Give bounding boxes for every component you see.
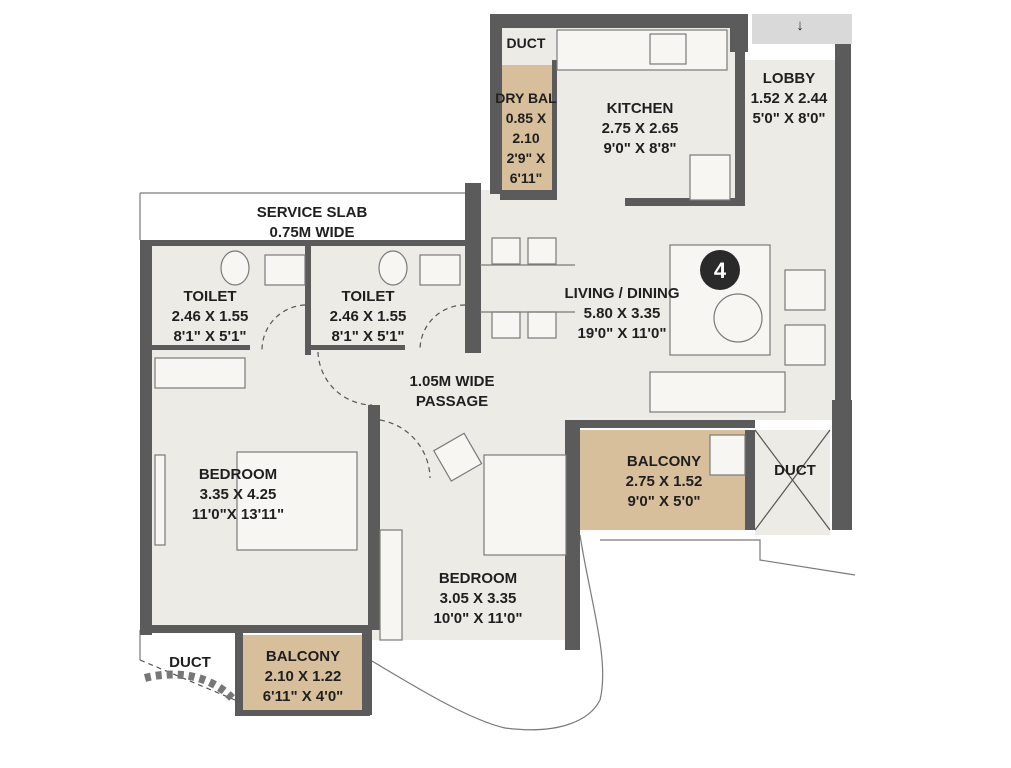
unit-badge-number: 4 bbox=[714, 258, 727, 283]
svg-text:11'0"X 13'11": 11'0"X 13'11" bbox=[192, 506, 284, 523]
svg-text:2.46 X 1.55: 2.46 X 1.55 bbox=[330, 308, 407, 325]
bedroom-2-label: BEDROOM 3.05 X 3.35 10'0" X 11'0" bbox=[434, 570, 523, 627]
svg-text:2.75 X 2.65: 2.75 X 2.65 bbox=[602, 120, 679, 137]
furniture bbox=[154, 29, 826, 641]
svg-text:2.10 X 1.22: 2.10 X 1.22 bbox=[265, 668, 342, 685]
svg-text:BEDROOM: BEDROOM bbox=[439, 570, 517, 587]
svg-text:2.46 X 1.55: 2.46 X 1.55 bbox=[172, 308, 249, 325]
svg-text:1.52 X 2.44: 1.52 X 2.44 bbox=[751, 90, 828, 107]
svg-text:6'11" X 4'0": 6'11" X 4'0" bbox=[263, 688, 344, 705]
svg-text:BALCONY: BALCONY bbox=[266, 648, 340, 665]
svg-text:2.10: 2.10 bbox=[512, 130, 539, 146]
service-slab-label: SERVICE SLAB 0.75M WIDE bbox=[257, 204, 368, 241]
svg-text:LOBBY: LOBBY bbox=[763, 70, 816, 87]
svg-text:TOILET: TOILET bbox=[341, 288, 394, 305]
balcony-2-label: BALCONY 2.10 X 1.22 6'11" X 4'0" bbox=[263, 648, 344, 705]
balcony-area-2 bbox=[240, 635, 365, 710]
duct-left-arc bbox=[143, 670, 235, 701]
walls bbox=[140, 14, 852, 716]
unit-badge bbox=[700, 250, 740, 290]
svg-text:6'11": 6'11" bbox=[510, 170, 543, 186]
svg-text:KITCHEN: KITCHEN bbox=[607, 100, 674, 117]
duct-left-label: DUCT bbox=[169, 654, 211, 671]
duct-right-label: DUCT bbox=[774, 462, 816, 479]
bedroom-1-label: BEDROOM 3.35 X 4.25 11'0"X 13'11" bbox=[192, 466, 284, 523]
svg-text:5.80 X 3.35: 5.80 X 3.35 bbox=[584, 305, 661, 322]
lobby-label: LOBBY 1.52 X 2.44 5'0" X 8'0" bbox=[751, 70, 828, 127]
living-dining-label: LIVING / DINING 5.80 X 3.35 19'0" X 11'0… bbox=[564, 285, 679, 342]
svg-text:3.05 X 3.35: 3.05 X 3.35 bbox=[440, 590, 517, 607]
svg-text:LIVING / DINING: LIVING / DINING bbox=[564, 285, 679, 302]
door-swings bbox=[139, 304, 831, 701]
svg-text:2.75 X 1.52: 2.75 X 1.52 bbox=[626, 473, 703, 490]
lobby-entry-strip bbox=[752, 14, 852, 44]
svg-text:3.35 X 4.25: 3.35 X 4.25 bbox=[200, 486, 277, 503]
svg-text:5'0" X 8'0": 5'0" X 8'0" bbox=[752, 110, 825, 127]
svg-text:1.05M WIDE: 1.05M WIDE bbox=[409, 373, 494, 390]
svg-text:0.75M WIDE: 0.75M WIDE bbox=[269, 224, 354, 241]
svg-text:DRY BAL: DRY BAL bbox=[495, 90, 557, 106]
svg-text:19'0" X 11'0": 19'0" X 11'0" bbox=[578, 325, 667, 342]
service-slab-outline bbox=[139, 192, 465, 240]
svg-text:8'1" X 5'1": 8'1" X 5'1" bbox=[331, 328, 404, 345]
svg-text:9'0" X 8'8": 9'0" X 8'8" bbox=[603, 140, 676, 157]
toilet-2-label: TOILET 2.46 X 1.55 8'1" X 5'1" bbox=[330, 288, 407, 345]
svg-text:2'9" X: 2'9" X bbox=[507, 150, 546, 166]
dry-balcony-area bbox=[500, 65, 552, 198]
svg-text:PASSAGE: PASSAGE bbox=[416, 393, 488, 410]
kitchen-label: KITCHEN 2.75 X 2.65 9'0" X 8'8" bbox=[602, 100, 679, 157]
svg-text:BEDROOM: BEDROOM bbox=[199, 466, 277, 483]
duct-top-label: DUCT bbox=[507, 35, 546, 51]
svg-text:9'0" X 5'0": 9'0" X 5'0" bbox=[627, 493, 700, 510]
dry-balcony-label: DRY BAL 0.85 X 2.10 2'9" X 6'11" bbox=[495, 90, 557, 186]
svg-text:BALCONY: BALCONY bbox=[627, 453, 701, 470]
svg-text:SERVICE SLAB: SERVICE SLAB bbox=[257, 204, 368, 221]
svg-text:TOILET: TOILET bbox=[183, 288, 236, 305]
svg-text:10'0" X 11'0": 10'0" X 11'0" bbox=[434, 610, 523, 627]
toilet-1-label: TOILET 2.46 X 1.55 8'1" X 5'1" bbox=[172, 288, 249, 345]
passage-label: 1.05M WIDE PASSAGE bbox=[409, 373, 494, 410]
entry-arrow: ↓ bbox=[796, 17, 804, 34]
svg-text:8'1" X 5'1": 8'1" X 5'1" bbox=[173, 328, 246, 345]
svg-text:0.85 X: 0.85 X bbox=[506, 110, 547, 126]
balcony-1-label: BALCONY 2.75 X 1.52 9'0" X 5'0" bbox=[626, 453, 703, 510]
